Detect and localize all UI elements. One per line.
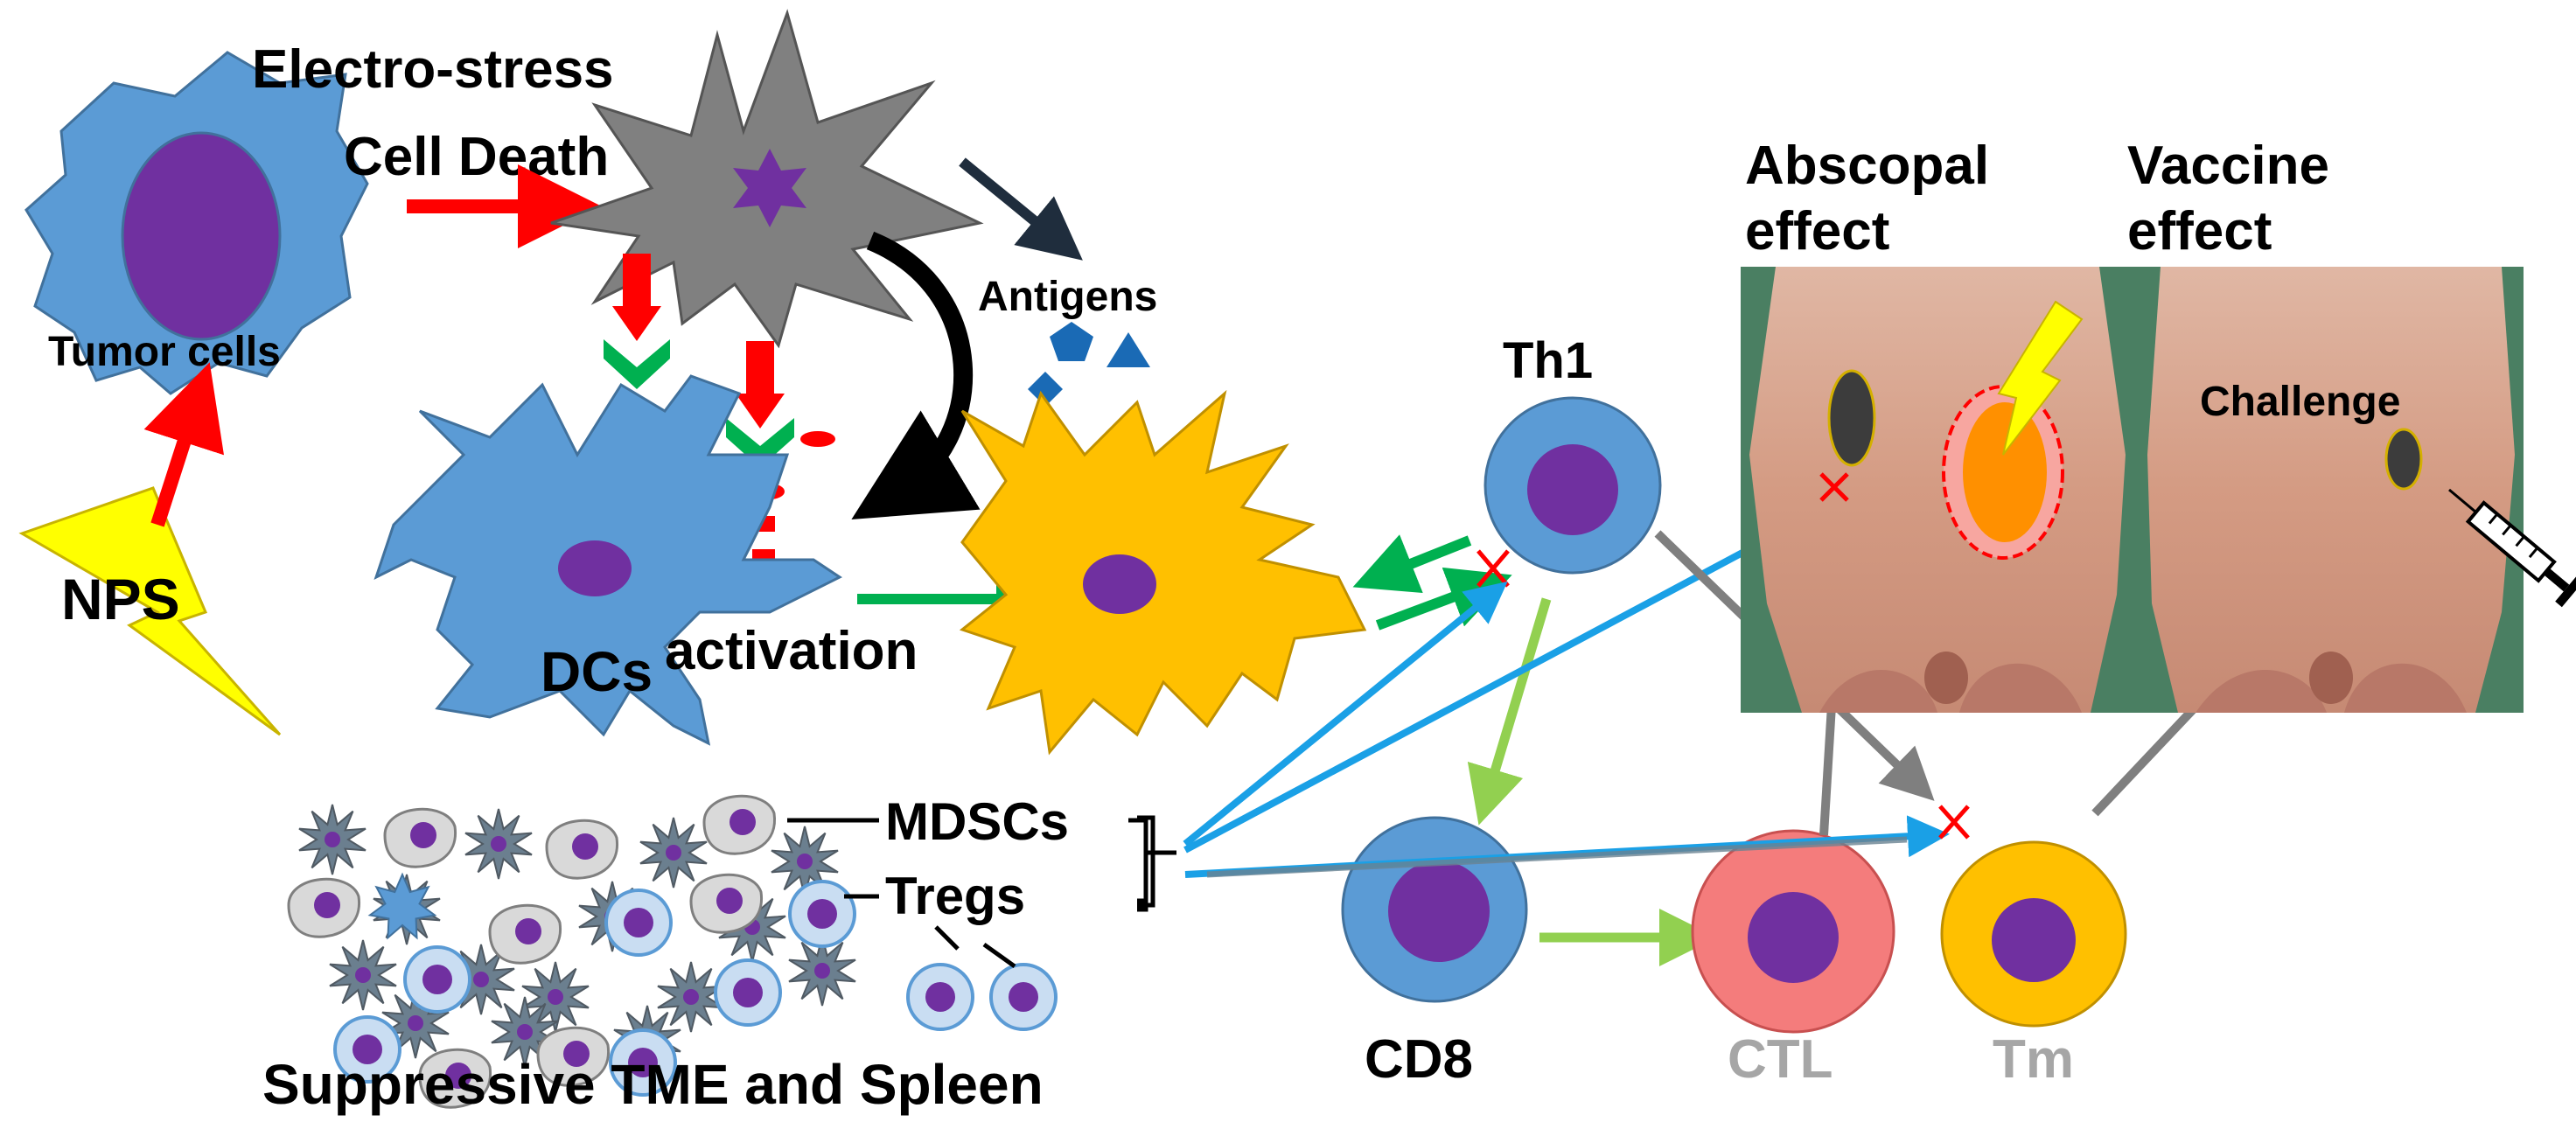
treg-nucleus xyxy=(925,982,955,1012)
th1-label: Th1 xyxy=(1503,332,1593,389)
treg-nucleus xyxy=(807,899,837,929)
mdsc-nucleus xyxy=(325,832,340,847)
mature-dendritic-cell xyxy=(959,389,1367,756)
treg-nucleus xyxy=(353,1035,382,1064)
vaccine-title-line1: Vaccine xyxy=(2127,136,2329,196)
cell-death-label: Cell Death xyxy=(344,127,609,187)
dc-to-th1-arrow xyxy=(1375,567,1512,631)
th1-to-cd8-arrow xyxy=(1467,597,1552,826)
antigen-uptake-curved-arrow xyxy=(851,231,981,520)
treg-nucleus xyxy=(1009,982,1038,1012)
treg-nucleus xyxy=(422,965,452,994)
tm-label: Tm xyxy=(1993,1029,2074,1090)
syringe-icon xyxy=(2448,488,2576,608)
mdsc-blob-nucleus xyxy=(730,809,756,835)
mdsc-blob-nucleus xyxy=(410,822,436,848)
mdsc-nucleus xyxy=(408,1015,423,1031)
antigen-shapes xyxy=(1028,322,1150,407)
mdsc-blob-nucleus xyxy=(563,1041,590,1067)
abscopal-title-line2: effect xyxy=(1745,201,1889,261)
cd8-cell xyxy=(1341,816,1528,1003)
mdsc-nucleus xyxy=(797,854,813,869)
suppressive-cell-cluster xyxy=(287,794,1058,1109)
nps-to-tumor-arrow xyxy=(143,362,225,527)
tregs-label: Tregs xyxy=(885,867,1025,925)
suppress-th1-arrow xyxy=(1183,581,1508,847)
treg-nucleus xyxy=(733,978,763,1007)
abscopal-title-line1: Abscopal xyxy=(1745,136,1989,196)
th1-inhibition-x-icon xyxy=(1476,549,1510,588)
dcs-label: DCs xyxy=(541,640,653,703)
mdscs-label: MDSCs xyxy=(885,792,1069,851)
mdsc-blob-nucleus xyxy=(716,888,743,914)
suppressor-gray-line xyxy=(1206,836,1908,878)
mdsc-nucleus xyxy=(517,1024,533,1040)
mdsc-nucleus xyxy=(355,967,371,983)
suppressive-tme-label: Suppressive TME and Spleen xyxy=(262,1053,1044,1116)
nps-label: NPS xyxy=(61,567,180,631)
dying-tumor-cell xyxy=(550,9,984,349)
activation-label: activation xyxy=(665,621,918,681)
vaccine-title-line2: effect xyxy=(2127,201,2272,261)
abscopal-mouse-photo xyxy=(1741,267,2143,713)
mdsc-blob-nucleus xyxy=(314,892,340,918)
th1-to-dc-arrow xyxy=(1352,534,1472,594)
immature-dendritic-cell xyxy=(373,374,842,746)
tumor-cell xyxy=(24,51,369,395)
blue-suppressor-cell xyxy=(367,872,437,940)
challenge-label: Challenge xyxy=(2200,379,2400,425)
mdsc-nucleus xyxy=(666,845,681,861)
electro-stress-label: Electro-stress xyxy=(252,39,614,100)
suppress-abscopal-arrow xyxy=(1183,501,1839,854)
mdsc-blob-nucleus xyxy=(445,1063,471,1089)
mdsc-blob-nucleus xyxy=(515,918,541,944)
th1-cell xyxy=(1483,396,1662,575)
ctl-cell xyxy=(1691,829,1895,1034)
suppressor-bracket xyxy=(787,818,1163,969)
mdsc-nucleus xyxy=(548,989,563,1005)
mdsc-nucleus xyxy=(491,836,506,852)
treg-nucleus xyxy=(624,908,653,937)
mdsc-nucleus xyxy=(814,963,830,979)
mdsc-nucleus xyxy=(473,972,489,987)
treg-nucleus xyxy=(628,1048,658,1077)
tm-inhibition-x-icon xyxy=(1938,805,1970,840)
tumor-cells-label: Tumor cells xyxy=(48,329,281,375)
release-antigens-arrow xyxy=(959,157,1083,261)
mdsc-blob-nucleus xyxy=(572,833,598,860)
ctl-label: CTL xyxy=(1728,1029,1833,1090)
antigens-label: Antigens xyxy=(978,274,1157,320)
suppressor-right-bracket xyxy=(1137,815,1176,908)
vaccine-mouse-photo xyxy=(2139,267,2524,713)
damp-release-arrows xyxy=(612,254,785,429)
tm-cell xyxy=(1940,840,2127,1028)
cd8-label: CD8 xyxy=(1365,1029,1473,1090)
mdsc-nucleus xyxy=(683,989,699,1005)
